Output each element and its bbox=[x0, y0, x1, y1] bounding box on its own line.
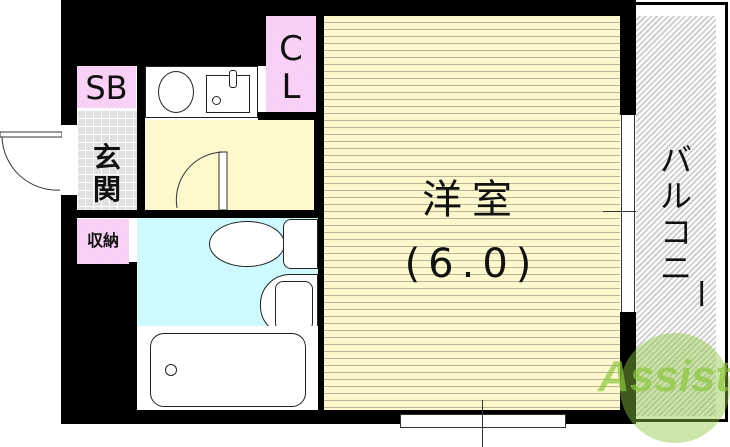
balcony-label-3: コ bbox=[659, 213, 692, 251]
balcony-label-5: ー bbox=[681, 278, 719, 310]
toilet-tank bbox=[283, 219, 318, 269]
door-swing-icon bbox=[175, 151, 228, 211]
storage-label: 収納 bbox=[86, 231, 119, 250]
storage-wall-block bbox=[77, 262, 137, 410]
bottom-window bbox=[400, 414, 566, 428]
closet-bottom-wall bbox=[258, 112, 318, 122]
assist-logo-text: Assist bbox=[598, 352, 730, 401]
storage: 収納 bbox=[77, 219, 129, 264]
closet-label-l: L bbox=[281, 67, 301, 107]
balcony-label-1: バ bbox=[659, 141, 692, 179]
balcony-window[interactable] bbox=[621, 115, 635, 312]
room-size-label: (6.0) bbox=[404, 241, 540, 287]
right-wall-upper bbox=[620, 0, 636, 115]
right-wall-lower bbox=[620, 312, 636, 424]
faucet-icon bbox=[229, 70, 237, 88]
assist-logo-circle bbox=[620, 333, 730, 443]
balcony-label-2: ル bbox=[659, 177, 692, 215]
left-wall-upper bbox=[61, 0, 77, 125]
balcony-label-4: ニ bbox=[659, 249, 692, 287]
window-marker bbox=[482, 400, 483, 447]
left-wall-lower bbox=[61, 195, 77, 421]
entry-door[interactable] bbox=[0, 130, 63, 192]
kitchen-sink bbox=[206, 70, 250, 113]
entrance-label-2: 関 bbox=[92, 173, 121, 206]
closet-label-c: C bbox=[279, 29, 303, 69]
tub-drain-icon bbox=[165, 364, 177, 376]
kitchen-floor bbox=[145, 120, 314, 211]
door-swing-icon bbox=[0, 131, 63, 191]
partition-wall-vertical bbox=[314, 16, 324, 416]
room-name-label: 洋室 bbox=[422, 177, 522, 223]
shoe-box-label: SB bbox=[85, 69, 128, 107]
stove-burner bbox=[158, 71, 194, 113]
entrance: 玄 関 bbox=[77, 110, 137, 210]
closet: C L bbox=[266, 16, 316, 112]
balcony: バ ル コ ニ ー bbox=[636, 16, 719, 416]
drain-icon bbox=[212, 96, 221, 105]
partition-wall-horizontal bbox=[77, 210, 317, 218]
western-room: 洋室 (6.0) bbox=[324, 16, 620, 410]
shoe-box: SB bbox=[77, 66, 136, 108]
kitchen-left-wall bbox=[137, 66, 145, 212]
window-marker bbox=[603, 211, 653, 212]
basin-bowl bbox=[275, 281, 313, 331]
bathtub bbox=[150, 333, 306, 407]
top-wall bbox=[61, 0, 633, 16]
kitchen-counter bbox=[145, 66, 258, 118]
entrance-label-1: 玄 bbox=[92, 141, 121, 174]
toilet-bowl bbox=[209, 221, 285, 267]
